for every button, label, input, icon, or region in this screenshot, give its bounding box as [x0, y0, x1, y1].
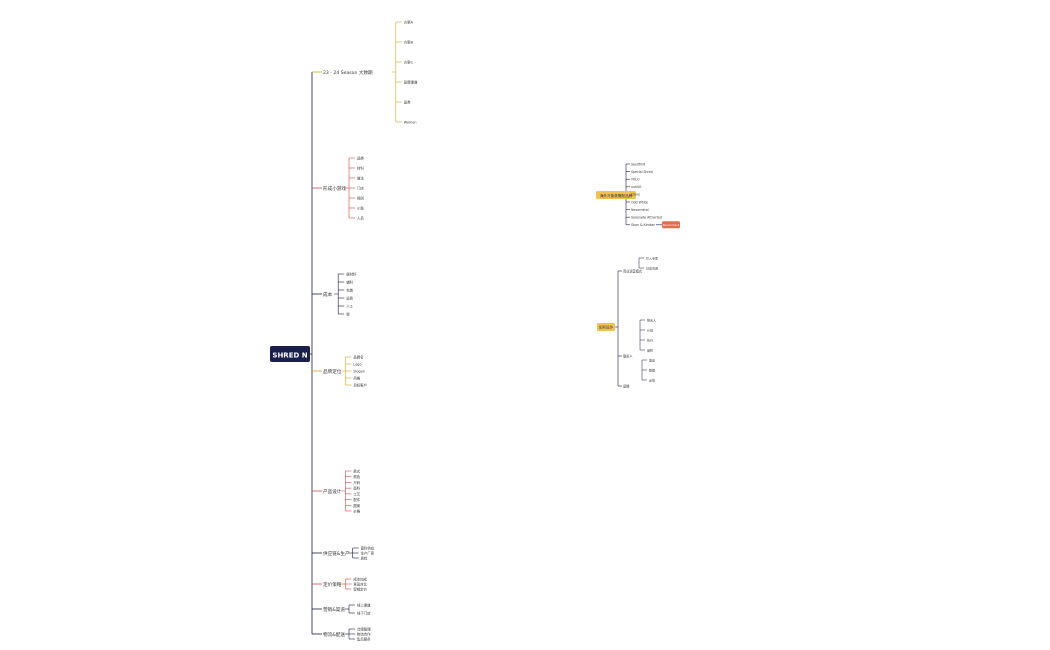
- branch-item: 门店: [357, 186, 364, 191]
- branch-item: 包装: [346, 288, 353, 293]
- branch-item: 促销定价: [353, 587, 367, 592]
- float-topic-item: 引入专家: [646, 255, 658, 260]
- float-topic-item: 联系人: [647, 317, 656, 322]
- branch-label[interactable]: 营销&渠道: [323, 606, 345, 613]
- branch-item: Logo: [353, 363, 361, 367]
- branch-item: 生产厂家: [361, 551, 375, 556]
- branch-item: 做法: [357, 176, 364, 181]
- float-topic-box: [597, 323, 615, 331]
- branch-item: 线上渠道: [357, 603, 371, 608]
- float-topic-item: YOLO: [631, 178, 640, 182]
- branch-item: 品牌渠道: [404, 80, 418, 85]
- branch-item: 人工: [346, 304, 353, 309]
- float-topic-item: 渠道: [649, 357, 655, 362]
- branch-item: 工艺: [353, 491, 360, 496]
- float-topic-label[interactable]: 海外万象类需配品牌: [600, 193, 633, 198]
- float-topic-item: Shan & Kimber: [631, 223, 656, 227]
- branch-item: 税: [346, 312, 350, 317]
- branch-item: 品类: [357, 156, 364, 161]
- branch-item: 物流合作: [357, 632, 371, 637]
- float-topic-item: Serenade Attracted: [631, 216, 662, 220]
- float-topic-item: 计划: [647, 327, 653, 332]
- branch-item: 小鱼: [357, 206, 364, 211]
- float-topic-item: 联系人: [623, 353, 633, 358]
- float-topic-item: 数据: [649, 367, 655, 372]
- branch-item: 品牌名: [353, 355, 363, 360]
- float-topic-box: [596, 191, 636, 199]
- branch-item: Slogan: [353, 370, 365, 374]
- branch-label[interactable]: 形成小游戏: [323, 185, 346, 192]
- float-topic-tag-label: Nevermind: [663, 223, 680, 227]
- branch-item: 原材料: [346, 272, 357, 277]
- root-node-label: SHRED N: [272, 352, 307, 360]
- branch-item: 材料: [357, 166, 364, 171]
- branch-item: 质检: [361, 556, 368, 561]
- float-topic-item: 执行: [647, 337, 653, 342]
- branch-label[interactable]: 定价策略: [323, 581, 342, 588]
- branch-item: 规则: [357, 196, 364, 201]
- float-topic-item: Special Shred: [631, 170, 653, 174]
- branch-item: 仓储管理: [357, 627, 371, 632]
- branch-item: 尺码: [353, 480, 360, 485]
- root-node[interactable]: SHRED N: [270, 346, 310, 362]
- branch-item: 颜色: [353, 474, 360, 479]
- branch-item: 价格: [353, 509, 360, 514]
- branch-label[interactable]: 成本: [323, 291, 333, 298]
- float-topic-item: 品牌: [623, 383, 630, 388]
- branch-item: 方案A: [404, 20, 414, 25]
- branch-item: 面料: [353, 486, 360, 491]
- branch-item: 方案C: [404, 60, 414, 65]
- float-topic-tag: [662, 221, 680, 229]
- float-topic-label[interactable]: 如何运作: [599, 325, 614, 330]
- branch-label[interactable]: 23 - 24 Season 大致期: [323, 69, 373, 76]
- branch-label[interactable]: 物流&配送: [323, 631, 345, 638]
- branch-item: 配件: [353, 497, 360, 502]
- branch-label[interactable]: 供应链&生产: [323, 550, 350, 557]
- float-topic-item: Odd White: [631, 200, 648, 204]
- root-node-box: [270, 346, 310, 362]
- branch-item: 目标客户: [353, 383, 367, 388]
- float-topic-item: 商业运营模式: [623, 268, 643, 273]
- branch-item: 售后服务: [357, 637, 371, 642]
- mind-map-nodes: 23 - 24 Season 大致期方案A方案B方案C品牌渠道品类Women形成…: [323, 20, 680, 642]
- float-topic-item: uuhUlt: [631, 185, 642, 189]
- branch-item: 款式: [353, 469, 360, 474]
- branch-item: 方案B: [404, 40, 414, 45]
- branch-item: 图案: [353, 503, 360, 508]
- branch-item: 辅料: [346, 280, 353, 285]
- mind-map-edges: [310, 21, 662, 640]
- float-topic-item: 品牌: [647, 347, 653, 352]
- float-topic-item: Clove: [631, 193, 640, 197]
- branch-item: 面料供应: [361, 546, 375, 551]
- branch-item: Women: [404, 121, 417, 125]
- branch-item: 人员: [357, 216, 364, 221]
- branch-item: 风格: [353, 376, 360, 381]
- branch-item: 运费: [346, 296, 353, 301]
- float-topic-item: 日常沟通: [646, 265, 658, 270]
- float-topic-item: Nevermind: [631, 208, 648, 212]
- branch-label[interactable]: 产品设计: [323, 488, 342, 495]
- branch-label[interactable]: 品牌定位: [323, 368, 342, 375]
- branch-item: 线下门店: [357, 611, 371, 616]
- float-topic-item: 反馈: [649, 377, 655, 382]
- branch-item: 成本加成: [353, 577, 367, 582]
- float-topic-item: Sexdfinit: [631, 162, 646, 166]
- branch-item: 品类: [404, 100, 411, 105]
- branch-item: 竞品对比: [353, 582, 367, 587]
